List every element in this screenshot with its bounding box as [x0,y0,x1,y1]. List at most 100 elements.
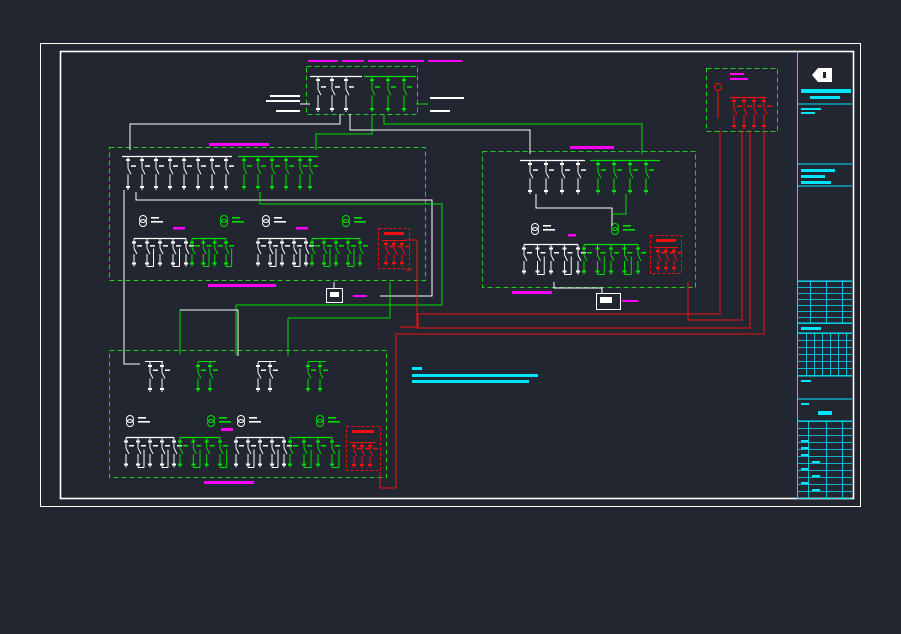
substation-zone-b [482,146,696,310]
outgoing-feeder [201,238,212,267]
emergency-source-breaker [732,97,742,129]
medium-voltage-breaker [298,156,308,190]
outgoing-feeder [358,238,368,267]
outgoing-feeder [256,238,266,267]
title-block [797,51,852,499]
zone-b-generator [596,293,638,310]
medium-voltage-breaker [306,362,316,392]
medium-voltage-breaker [126,156,136,190]
zone-b-lv-bus-2 [582,243,646,275]
medium-voltage-breaker [560,160,570,194]
feeder-to-zone-a [129,114,341,150]
outgoing-feeder [334,238,344,267]
zone-c-lv-bus-2 [178,436,228,468]
feeder-zone-a-to-c [123,190,140,365]
medium-voltage-breaker [628,160,638,194]
zone-a-lv-bus-2 [190,237,234,267]
emergency-route-c [406,130,751,329]
zone-a-lv-bus-1 [132,237,194,267]
transformer-t9-icon [237,415,261,427]
emergency-breaker [360,442,370,468]
zone-a-lower-loop [288,282,391,319]
cable-route [612,194,627,215]
transformer-t7-icon [126,415,150,427]
outgoing-feeder [288,437,298,468]
zone-b-emergency-panel [650,235,682,274]
outgoing-feeder [310,238,320,267]
medium-voltage-breaker [140,156,150,190]
medium-voltage-breaker [256,362,266,392]
substation-zone-c [109,350,387,484]
outgoing-feeder [218,437,228,468]
medium-voltage-breaker [242,156,252,190]
medium-voltage-breaker [208,362,218,392]
outgoing-feeder [522,244,532,275]
emergency-source-breaker [762,97,772,129]
emergency-breaker [672,247,682,271]
outgoing-feeder [171,238,181,267]
outgoing-feeder [145,238,155,267]
emergency-breaker [656,247,666,271]
medium-voltage-breaker [596,160,606,194]
emergency-breaker [664,247,674,271]
zone-a-loop [135,192,433,297]
source-left-label [266,95,300,112]
incoming-title-annotation [308,60,462,62]
transformer-t2-icon [220,215,244,227]
emergency-route-b [687,130,743,321]
outgoing-feeder [270,437,280,468]
outgoing-feeder [160,437,170,468]
medium-voltage-breaker [576,160,586,194]
outgoing-feeder [148,437,158,468]
zone-a-lv-bus-3 [256,237,314,267]
medium-voltage-breaker [168,156,178,190]
emergency-generator-icon [714,83,722,91]
medium-voltage-breaker [182,156,192,190]
medium-voltage-breaker [544,160,554,194]
outgoing-feeder [622,244,633,275]
incoming-breaker [370,76,380,112]
medium-voltage-breaker [148,362,158,392]
feeder-to-zone-a-green [315,114,373,150]
feeder-to-zone-b-green [383,114,643,154]
outgoing-feeder [322,238,332,267]
outgoing-feeder [204,437,215,468]
outgoing-feeder [316,437,326,468]
outgoing-feeder [258,437,268,468]
transformer-t3-icon [262,215,286,227]
outgoing-feeder [292,238,302,267]
zone-a-to-c-white [180,309,239,356]
outgoing-feeder [178,437,188,468]
incoming-breaker [386,76,396,112]
emergency-route-c2 [379,130,765,489]
outgoing-feeder [330,437,340,468]
emergency-breaker [392,240,402,266]
zone-a-lv-bus-4 [310,237,368,267]
outgoing-feeder [268,238,278,267]
outgoing-feeder [158,238,168,267]
cable-route [553,282,603,294]
outgoing-feeder [132,238,142,267]
outgoing-feeder [609,244,619,275]
outgoing-feeder [346,238,356,267]
emergency-breaker [400,240,410,266]
outgoing-feeder [280,238,290,267]
feeder-to-zone-b [349,114,531,154]
incoming-power-section [266,60,464,115]
outer-sheet-frame [40,43,861,507]
source-right-label [430,97,464,112]
zone-c-lv-bus-3 [234,436,292,468]
outgoing-feeder [212,238,223,267]
outgoing-feeder [224,238,234,267]
outgoing-feeder [636,244,646,275]
outgoing-feeder [302,437,312,468]
medium-voltage-breaker [224,156,234,190]
emergency-breaker [368,442,378,468]
outgoing-feeder [190,238,200,267]
outgoing-feeder [136,437,146,468]
medium-voltage-breaker [160,362,170,392]
zone-a-emergency-panel [378,228,410,269]
incoming-breaker [402,76,412,112]
outgoing-feeder [562,244,573,275]
